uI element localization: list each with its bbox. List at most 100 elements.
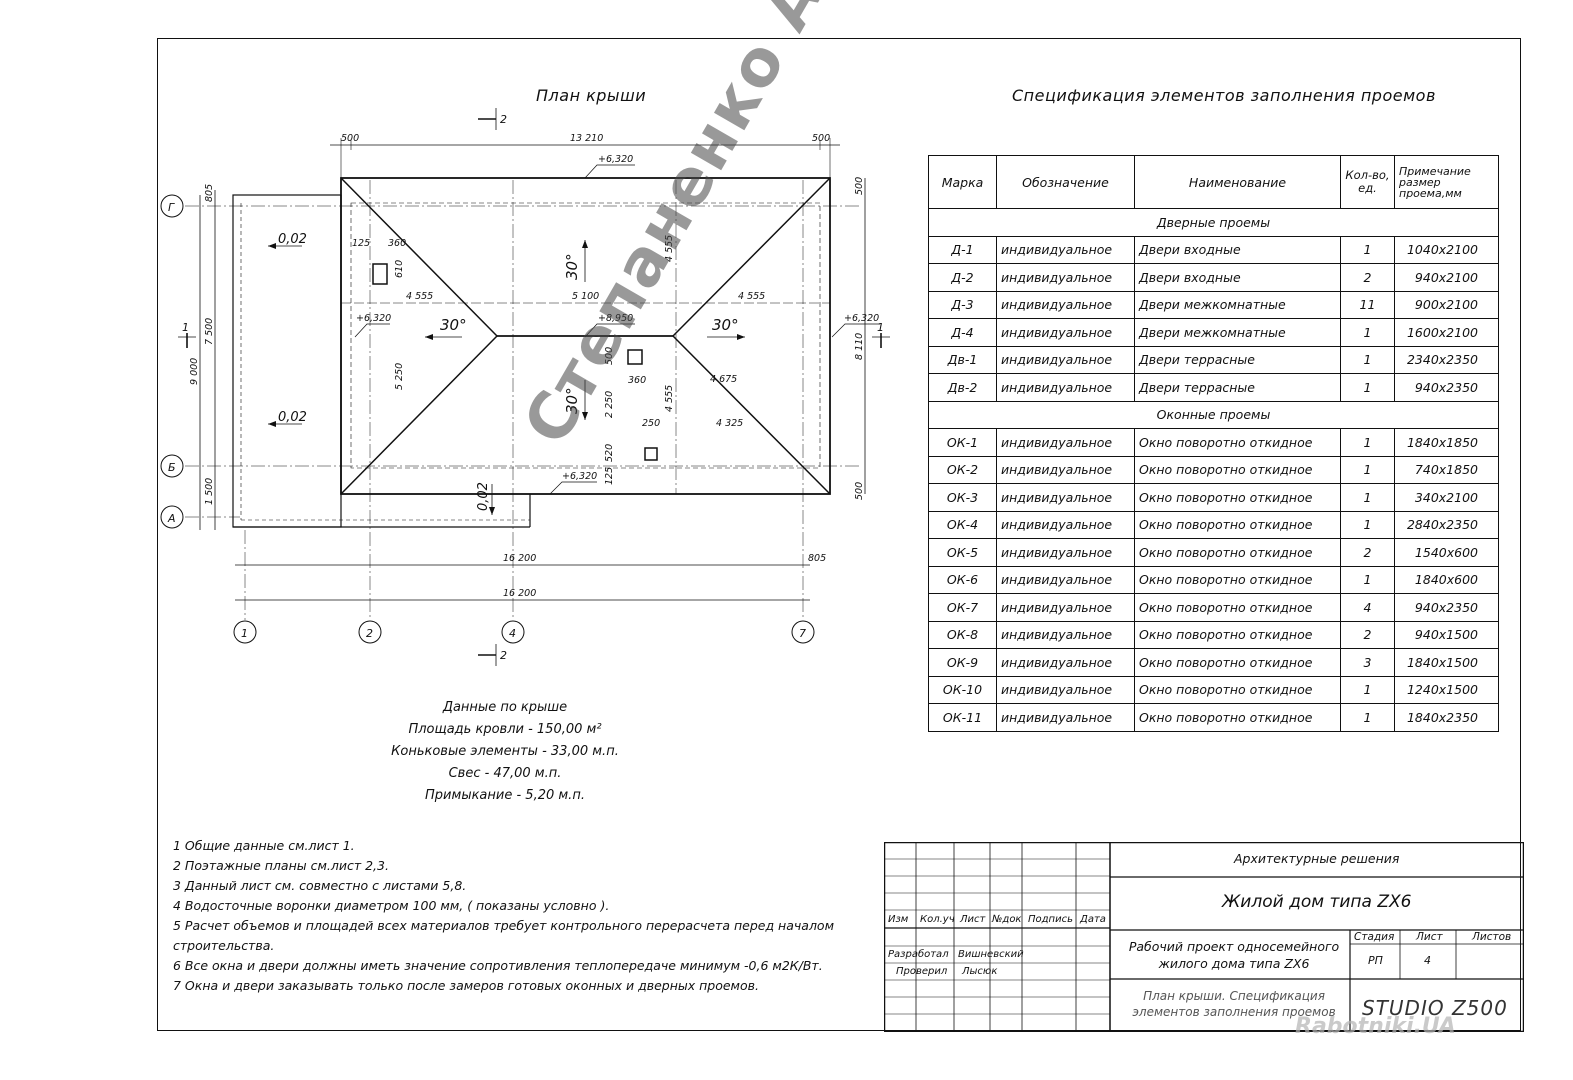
spec-cell-mark: Дв-1 [928,345,997,374]
spec-cell-designation: индивидуальное [996,290,1135,319]
spec-cell-designation: индивидуальное [996,565,1135,594]
chimney-2 [627,349,643,365]
spec-cell-qty: 1 [1340,318,1395,347]
spec-cell-name: Двери террасные [1134,373,1341,402]
note-line: 1 Общие данные см.лист 1. [173,838,355,853]
dim-label: 16 200 [503,588,536,599]
stamp-house: Жилой дом типа ZX6 [1222,892,1412,912]
spec-cell-qty: 1 [1340,703,1395,732]
dim-label: 7 500 [204,318,215,345]
level-mark: +6,320 [598,154,633,165]
spec-title: Спецификация элементов заполнения проемо… [1012,86,1436,105]
dim-label: 520 [604,444,615,462]
spec-cell-qty: 2 [1340,620,1395,649]
stamp-section: Архитектурные решения [1234,851,1400,866]
dim-label: 500 [854,482,865,500]
stamp-sheet-label: Лист [1416,931,1443,943]
spec-cell-name: Окно поворотно откидное [1134,593,1341,622]
section-mark: 2 [500,649,507,662]
spec-cell-mark: ОК-11 [928,703,997,732]
spec-cell-qty: 1 [1340,455,1395,484]
spec-cell-size: 1840х1850 [1394,428,1499,457]
spec-section-title: Оконные проемы [928,400,1499,429]
slope-angle: 30° [712,316,739,334]
chimney-1 [372,263,388,285]
spec-cell-mark: ОК-9 [928,648,997,677]
stamp-col: Дата [1080,914,1106,925]
dim-label: 125 [604,467,615,485]
axis-bubble-g [160,194,184,218]
hip-roof-outline [340,177,831,495]
axis-label-col: 2 [366,627,373,640]
spec-cell-name: Окно поворотно откидное [1134,648,1341,677]
spec-section-row: Оконные проемы [928,400,1499,429]
section-side: 1 [182,321,189,334]
roof-data-line: Площадь кровли - 150,00 м² [408,722,602,737]
spec-cell-size: 2840х2350 [1394,510,1499,539]
slope-angle: 30° [440,316,467,334]
dim-label: 500 [812,133,830,144]
spec-cell-name: Окно поворотно откидное [1134,483,1341,512]
dim-label: 8 110 [854,333,865,360]
stamp-studio: STUDIO Z500 [1362,996,1508,1020]
spec-header: Кол-во, ед. [1340,155,1395,209]
stamp-project: Рабочий проект односемейного жилого дома… [1128,939,1340,971]
dim-label: 805 [808,553,826,564]
stamp-col: Изм [888,914,909,925]
spec-cell-name: Окно поворотно откидное [1134,455,1341,484]
dim-label: 610 [394,260,405,278]
spec-cell-designation: индивидуальное [996,538,1135,567]
spec-cell-name: Окно поворотно откидное [1134,703,1341,732]
spec-cell-designation: индивидуальное [996,345,1135,374]
dim-label: 4 555 [664,235,675,262]
spec-cell-mark: Д-1 [928,235,997,264]
spec-cell-size: 1840х600 [1394,565,1499,594]
stamp-developed-name: Вишневский [958,949,1024,960]
dim-label: 360 [388,238,406,249]
spec-cell-size: 900х2100 [1394,290,1499,319]
spec-cell-size: 940х2350 [1394,373,1499,402]
spec-cell-qty: 1 [1340,565,1395,594]
dim-label: 13 210 [570,133,603,144]
spec-cell-size: 1240х1500 [1394,675,1499,704]
stamp-col: Кол.уч [920,914,955,925]
dim-label: 2 250 [604,391,615,418]
spec-cell-name: Окно поворотно откидное [1134,428,1341,457]
note-line: 3 Данный лист см. совместно с листами 5,… [173,878,467,893]
axis-bubble-b [160,454,184,478]
spec-cell-mark: ОК-3 [928,483,997,512]
spec-cell-size: 1840х1500 [1394,648,1499,677]
spec-cell-name: Окно поворотно откидное [1134,510,1341,539]
dim-label: 4 555 [406,291,433,302]
dim-label: 5 250 [394,363,405,390]
dim-label: 125 [352,238,370,249]
spec-cell-designation: индивидуальное [996,263,1135,292]
spec-cell-qty: 1 [1340,373,1395,402]
general-notes: 1 Общие данные см.лист 1. 2 Поэтажные пл… [173,836,873,996]
axis-bubble-1 [233,620,257,644]
spec-cell-mark: ОК-5 [928,538,997,567]
stamp-stage-label: Стадия [1354,931,1395,943]
stamp-col: №док [992,914,1022,925]
level-mark: +8,950 [598,313,633,324]
spec-cell-size: 1840х2350 [1394,703,1499,732]
dim-label: 4 555 [664,385,675,412]
spec-cell-qty: 4 [1340,593,1395,622]
stamp-developed-label: Разработал [888,949,949,960]
dim-label: 500 [604,347,615,365]
spec-cell-size: 740х1850 [1394,455,1499,484]
slope-angle: 30° [563,253,581,280]
axis-label-col: 1 [241,627,248,640]
axis-bubble-a [160,505,184,529]
note-line: 6 Все окна и двери должны иметь значение… [173,958,823,973]
section-mark: 2 [500,113,507,126]
